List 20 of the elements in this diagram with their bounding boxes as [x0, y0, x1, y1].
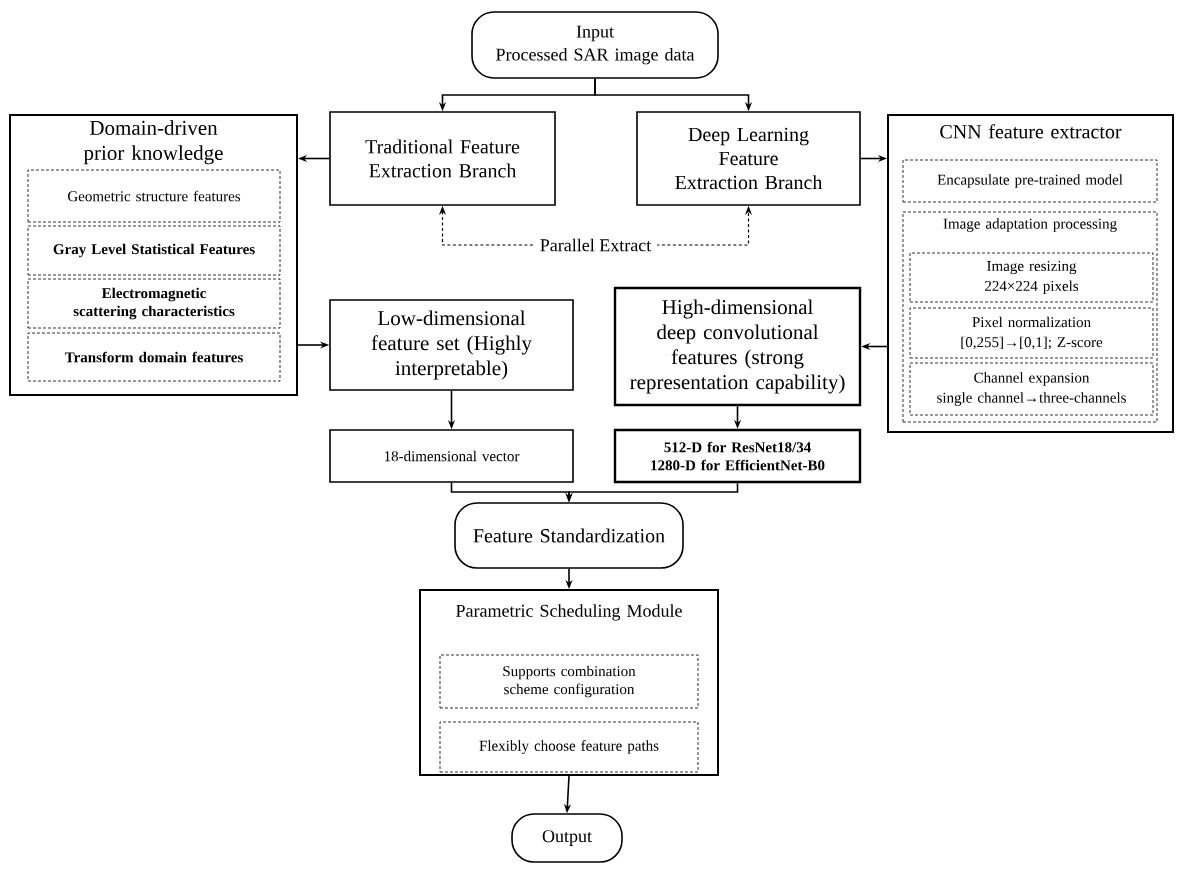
feature-box: Electromagnetic scattering characteristics — [27, 278, 281, 329]
process-box: Low-dimensional feature set (Highly interpretable) — [329, 299, 574, 391]
terminal-pill: Feature Standardization — [454, 502, 684, 569]
result-box: 512-D for ResNet18/34 1280-D for EfficientNet-B0 — [613, 428, 862, 484]
process-box: High-dimensional deep convolutional features (strong representation capability) — [613, 286, 862, 407]
process-box: Traditional Feature Extraction Branch — [329, 111, 556, 206]
process-box: Deep Learning Feature Extraction Branch — [636, 111, 861, 206]
step-box: Encapsulate pre-trained model — [902, 159, 1158, 203]
option-box: Flexibly choose feature paths — [439, 721, 699, 773]
step-box: Channel expansion single channel→three-channels — [909, 362, 1154, 416]
terminal-pill: Input Processed SAR image data — [471, 11, 719, 79]
edge-label: Parallel Extract — [533, 237, 658, 253]
feature-box: Gray Level Statistical Features — [27, 225, 281, 276]
result-box: 18-dimensional vector — [329, 429, 574, 483]
terminal-pill: Output — [511, 813, 623, 863]
step-box: Image resizing 224×224 pixels — [909, 252, 1154, 303]
feature-box: Geometric structure features — [27, 169, 281, 223]
feature-box: Transform domain features — [27, 332, 281, 382]
step-box: Pixel normalization [0,255]→[0,1]; Z-score — [909, 307, 1154, 359]
option-box: Supports combination scheme configuration — [439, 654, 699, 709]
